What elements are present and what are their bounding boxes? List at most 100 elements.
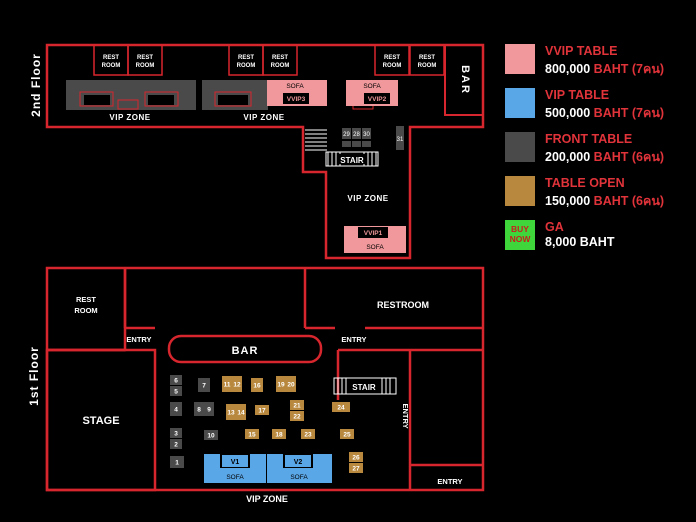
open-table-11[interactable]: 11 — [222, 376, 232, 392]
open-table-22[interactable]: 22 — [290, 411, 304, 421]
vip-zone-label-3: VIP ZONE — [347, 194, 388, 203]
open-table-27-shape — [349, 463, 363, 473]
front-table-8-label: 8 — [197, 407, 201, 414]
front-table-3-shape — [170, 428, 182, 438]
open-table-20-shape — [286, 376, 296, 392]
legend-vip-price: 500,000 BAHT (7คน) — [545, 106, 665, 120]
front-table-5[interactable]: 5 — [170, 386, 182, 396]
front-table-5-shape — [170, 386, 182, 396]
vip-swatch — [505, 88, 535, 118]
second-bar — [444, 44, 484, 116]
front-table-9[interactable]: 9 — [204, 402, 214, 416]
front-table-10-shape — [204, 430, 218, 440]
open-table-27[interactable]: 27 — [349, 463, 363, 473]
buy-now-button[interactable]: BUY NOW — [505, 220, 535, 250]
front-table-2-label: 2 — [174, 442, 178, 449]
open-table-15-shape — [245, 429, 259, 439]
open-table-15-label: 15 — [248, 432, 256, 439]
first-floor: 1st Floor REST ROOM RESTROOM ENTRY ENTRY… — [27, 266, 485, 504]
front-table-10[interactable]: 10 — [204, 430, 218, 440]
front-swatch — [505, 132, 535, 162]
vvip1-table[interactable] — [358, 227, 388, 238]
second-floor-outline — [45, 43, 485, 260]
vvip2-table[interactable] — [364, 93, 390, 104]
front-table-3[interactable]: 3 — [170, 428, 182, 438]
open-table-24-label: 24 — [337, 405, 345, 412]
first-floor-label: 1st Floor — [27, 346, 41, 406]
front-table-9-label: 9 — [207, 407, 211, 414]
legend-open: TABLE OPEN 150,000 BAHT (6คน) — [505, 176, 690, 220]
front-table-6[interactable]: 6 — [170, 375, 182, 385]
front-table-8[interactable]: 8 — [194, 402, 204, 416]
front-table-1[interactable]: 1 — [170, 456, 184, 468]
open-table-17-label: 17 — [258, 408, 266, 415]
table-31-label: 31 — [397, 137, 404, 143]
vvip1-label: VVIP1 — [364, 230, 383, 237]
second-floor-label: 2nd Floor — [29, 53, 43, 117]
front-table-4[interactable]: 4 — [170, 402, 182, 416]
legend-ga-price: 8,000 BAHT — [545, 235, 615, 249]
open-table-16[interactable]: 16 — [251, 378, 263, 392]
open-table-21[interactable]: 21 — [290, 400, 304, 410]
legend-front-price: 200,000 BAHT (6คน) — [545, 150, 665, 164]
legend-front: FRONT TABLE 200,000 BAHT (6คน) — [505, 132, 690, 176]
front-table-2-shape — [170, 439, 182, 449]
second-floor: 2nd Floor REST ROOM REST ROOM REST ROOM … — [29, 43, 485, 260]
entry-label-2: ENTRY — [341, 335, 366, 344]
open-table-13[interactable]: 13 — [226, 404, 236, 420]
stage-label: STAGE — [82, 415, 119, 427]
first-bar-label: BAR — [232, 345, 259, 357]
second-stair-label: STAIR — [340, 156, 364, 165]
open-table-17[interactable]: 17 — [255, 405, 269, 415]
open-table-12[interactable]: 12 — [232, 376, 242, 392]
vip-sofa-v1[interactable] — [204, 454, 266, 483]
legend-vip: VIP TABLE 500,000 BAHT (7คน) — [505, 88, 690, 132]
front-table-4-label: 4 — [174, 407, 178, 414]
second-bar-label: BAR — [459, 65, 471, 95]
front-table-8-shape — [194, 402, 204, 416]
open-table-25[interactable]: 25 — [340, 429, 354, 439]
open-table-14[interactable]: 14 — [236, 404, 246, 420]
open-table-18-shape — [272, 429, 286, 439]
front-table-6-shape — [170, 375, 182, 385]
table-29[interactable]: 29 — [342, 128, 351, 147]
vip-sofa-label-2: SOFA — [290, 474, 308, 481]
vip-zone-label-1: VIP ZONE — [109, 113, 150, 122]
legend-open-name: TABLE OPEN — [545, 176, 625, 190]
open-table-13-label: 13 — [227, 410, 235, 417]
open-table-12-shape — [232, 376, 242, 392]
open-table-14-shape — [236, 404, 246, 420]
vvip3-table[interactable] — [283, 93, 309, 104]
open-table-21-label: 21 — [293, 403, 301, 410]
entry-label-3: ENTRY — [401, 403, 410, 428]
room-label: ROOM — [237, 63, 256, 69]
open-table-23[interactable]: 23 — [301, 429, 315, 439]
open-table-24[interactable]: 24 — [332, 402, 350, 412]
open-table-26[interactable]: 26 — [349, 452, 363, 462]
entry-label-1: ENTRY — [126, 335, 151, 344]
front-table-7[interactable]: 7 — [198, 378, 210, 392]
open-table-17-shape — [255, 405, 269, 415]
open-table-20[interactable]: 20 — [286, 376, 296, 392]
rest-label: REST — [272, 55, 288, 61]
table-31[interactable]: 31 — [396, 126, 404, 150]
open-table-22-shape — [290, 411, 304, 421]
open-table-26-label: 26 — [352, 455, 360, 462]
legend-vip-name: VIP TABLE — [545, 88, 610, 102]
table-30[interactable]: 30 — [362, 128, 371, 147]
restroom-label: RESTROOM — [377, 300, 429, 310]
open-table-19[interactable]: 19 — [276, 376, 286, 392]
room-label: ROOM — [383, 63, 402, 69]
legend-open-price: 150,000 BAHT (6คน) — [545, 194, 665, 208]
open-table-15[interactable]: 15 — [245, 429, 259, 439]
open-table-16-shape — [251, 378, 263, 392]
front-table-2[interactable]: 2 — [170, 439, 182, 449]
open-table-18[interactable]: 18 — [272, 429, 286, 439]
rest-label: REST — [384, 55, 400, 61]
vvip3-label: VVIP3 — [287, 96, 306, 103]
vip-v2-label: V2 — [294, 459, 303, 466]
open-table-14-label: 14 — [237, 410, 245, 417]
table-28[interactable]: 28 — [352, 128, 361, 147]
